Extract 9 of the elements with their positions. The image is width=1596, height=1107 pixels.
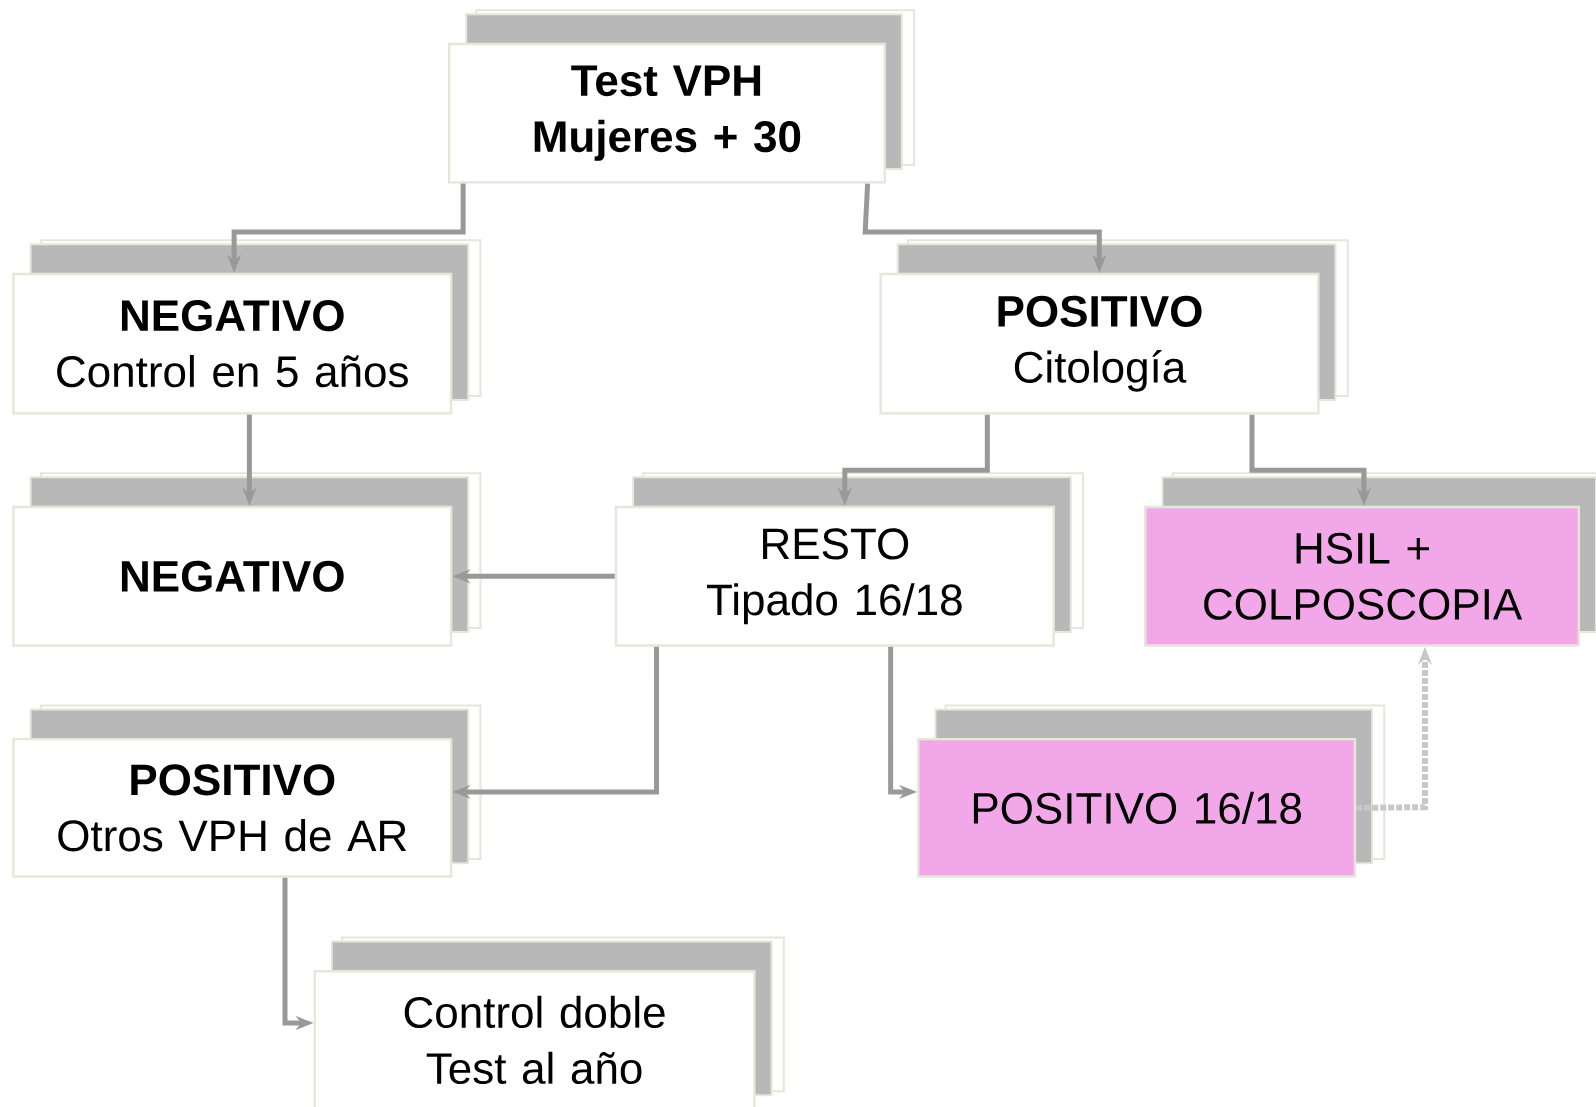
box: POSITIVO 16/18 [917,704,1386,878]
box: Test VPH Mujeres + 30 [447,9,916,184]
box: Control doble Test al año [313,936,785,1107]
box: POSITIVO Citología [879,239,1349,415]
box: NEGATIVO [12,472,482,647]
box: RESTO Tipado 16/18 [614,472,1084,647]
box: HSIL + COLPOSCOPIA [1144,472,1596,647]
box: POSITIVO Otros VPH de AR [12,704,482,878]
box: NEGATIVO Control en 5 años [12,239,482,415]
